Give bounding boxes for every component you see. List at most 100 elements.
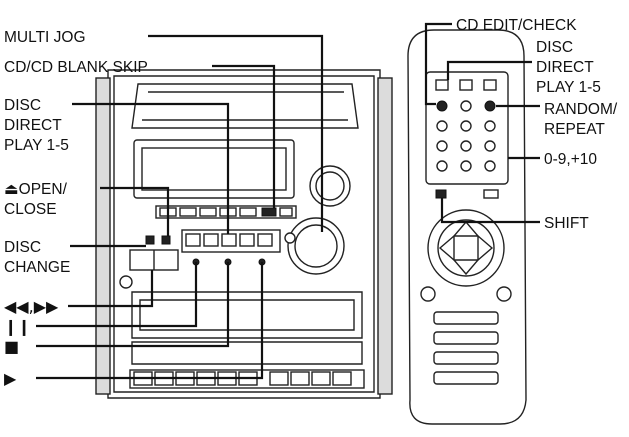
stereo-unit (95, 69, 393, 399)
cd-lid (131, 83, 359, 129)
disc-button-1[interactable] (185, 233, 201, 247)
right-side-grill (377, 77, 393, 395)
label-play: ▶ (4, 369, 17, 388)
remote-direction-inner (437, 219, 495, 277)
remote-round-button[interactable] (420, 286, 436, 302)
remote-keypad-frame (425, 71, 509, 185)
cassette-deck-a (131, 291, 363, 339)
remote-lower-button[interactable] (433, 331, 499, 345)
remote-number-button[interactable] (436, 140, 448, 152)
multi-jog-dial[interactable] (287, 217, 345, 275)
remote-disc-button[interactable] (459, 79, 473, 91)
remote-number-button[interactable] (436, 160, 448, 172)
remote-direction-ring (427, 209, 505, 287)
leader-play (36, 262, 264, 380)
label-cd-edit-check: CD EDIT/CHECK (456, 17, 577, 34)
disc-direct-frame (181, 229, 281, 253)
leader-cd-blank-skip (212, 64, 276, 208)
remote-number-button[interactable] (484, 140, 496, 152)
cassette-window-a (139, 299, 355, 331)
remote-number-button[interactable] (484, 160, 496, 172)
disc-button-2[interactable] (203, 233, 219, 247)
volume-knob-inner (315, 171, 345, 201)
remote-lower-button[interactable] (433, 371, 499, 385)
leader-disc-direct (72, 102, 230, 234)
bottom-button[interactable] (311, 371, 331, 386)
row-button[interactable] (179, 207, 197, 217)
remote-number-button[interactable] (460, 120, 472, 132)
button-row-frame (155, 205, 297, 219)
disc-button-4[interactable] (239, 233, 255, 247)
remote-round-button[interactable] (496, 286, 512, 302)
open-close-button[interactable] (145, 235, 155, 245)
cassette-deck-b (131, 341, 363, 365)
remote-disc-button[interactable] (435, 79, 449, 91)
cabinet-inner (113, 75, 375, 393)
display-panel (133, 139, 295, 199)
remote-number-button[interactable] (484, 120, 496, 132)
label-disc-change-line2: CHANGE (4, 259, 70, 276)
row-button[interactable] (199, 207, 217, 217)
label-open-close-line2: CLOSE (4, 201, 57, 218)
remote-control (407, 29, 527, 425)
leader-remote-disc-direct (446, 60, 532, 80)
label-disc-direct-line2: DIRECT (4, 117, 62, 134)
label-cd-blank-skip: CD/CD BLANK SKIP (4, 59, 148, 76)
leader-pause (36, 262, 198, 328)
label-remote-disc-line3: PLAY 1-5 (536, 79, 601, 96)
label-random-line2: REPEAT (544, 121, 605, 138)
display-window (141, 147, 287, 191)
leader-open-close (100, 186, 170, 236)
cd-edit-check-button[interactable] (436, 100, 448, 112)
row-button[interactable] (239, 207, 257, 217)
remote-right-button[interactable] (477, 234, 494, 262)
leader-skip (68, 270, 154, 308)
leader-cd-edit-check (424, 22, 452, 106)
disc-button-3[interactable] (221, 233, 237, 247)
label-random-line1: RANDOM/ (544, 101, 618, 118)
bottom-button[interactable] (290, 371, 310, 386)
label-disc-direct-line3: PLAY 1-5 (4, 137, 69, 154)
row-button[interactable] (279, 207, 293, 217)
remote-left-button[interactable] (438, 234, 455, 262)
shift-button[interactable] (435, 189, 447, 199)
label-remote-disc-line1: DISC (536, 39, 573, 56)
leader-stop (36, 262, 230, 348)
label-numbers: 0-9,+10 (544, 151, 597, 168)
small-knob[interactable] (284, 232, 296, 244)
disc-button-5[interactable] (257, 233, 273, 247)
label-disc-direct-line1: DISC (4, 97, 41, 114)
cd-blank-skip-button[interactable] (261, 207, 277, 217)
remote-number-button[interactable] (436, 120, 448, 132)
remote-number-button[interactable] (460, 140, 472, 152)
leader-shift (440, 198, 540, 224)
label-shift: SHIFT (544, 215, 589, 232)
left-side-grill (95, 77, 111, 395)
headphone-jack (119, 275, 133, 289)
label-multi-jog: MULTI JOG (4, 29, 86, 46)
label-disc-change-line1: DISC (4, 239, 41, 256)
bottom-button[interactable] (332, 371, 352, 386)
random-repeat-button[interactable] (484, 100, 496, 112)
label-pause: ❙❙ (4, 317, 31, 336)
remote-lower-button[interactable] (433, 311, 499, 325)
label-remote-disc-line2: DIRECT (536, 59, 594, 76)
label-stop: ■ (4, 337, 19, 356)
remote-disc-button[interactable] (483, 79, 497, 91)
remote-lower-button[interactable] (433, 351, 499, 365)
label-skip: ◀◀,▶▶ (4, 297, 59, 316)
multi-jog-dial-inner (294, 224, 338, 268)
open-close-button[interactable] (161, 235, 171, 245)
label-open-close-line1: ⏏OPEN/ (4, 181, 68, 198)
remote-up-button[interactable] (452, 220, 480, 237)
remote-number-button[interactable] (460, 100, 472, 112)
remote-number-button[interactable] (460, 160, 472, 172)
bottom-button[interactable] (269, 371, 289, 386)
leader-multi-jog (148, 34, 324, 232)
labels: MULTI JOG CD/CD BLANK SKIP DISC DIRECT P… (4, 17, 618, 388)
callout-lines (36, 22, 540, 380)
remote-down-button[interactable] (452, 259, 480, 276)
remote-button[interactable] (483, 189, 499, 199)
